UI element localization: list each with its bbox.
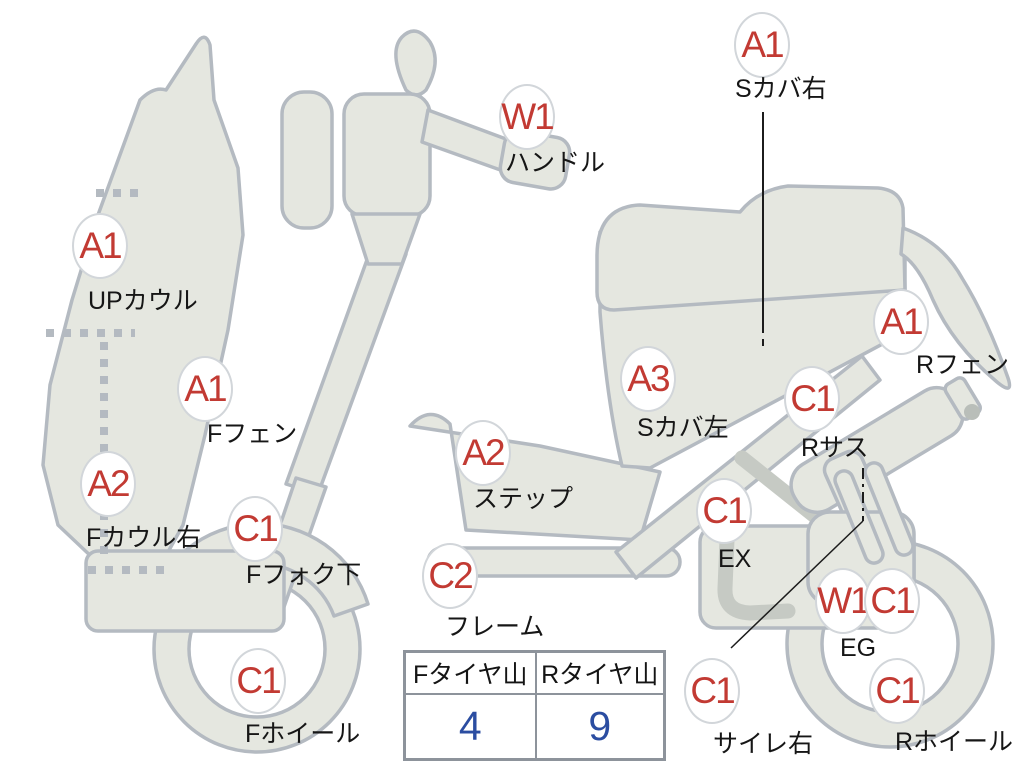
grade-badge-frame: C2 <box>422 543 478 609</box>
grade-badge-step: A2 <box>455 420 511 486</box>
part-label-s-cover-right: Sカバ右 <box>735 75 827 103</box>
tire-tread-value-front: 4 <box>458 703 482 749</box>
grade-badge-s-cover-right: A1 <box>734 12 790 78</box>
grade-badge-f-cowl-right: A2 <box>80 451 136 517</box>
part-label-silencer-right: サイレ右 <box>713 730 814 758</box>
grade-badge-silencer-right: C1 <box>684 658 740 724</box>
part-label-f-wheel: Fホイール <box>245 720 361 748</box>
silencer-end-cap <box>964 404 980 420</box>
grade-badge-r-fender: A1 <box>873 289 929 355</box>
part-label-r-wheel: Rホイール <box>895 728 1014 756</box>
part-label-handle: ハンドル <box>505 149 606 177</box>
mirror <box>394 29 437 97</box>
part-label-r-fender: Rフェン <box>916 351 1010 379</box>
rear-fender <box>899 226 1012 390</box>
part-label-f-cowl-right: Fカウル右 <box>86 524 202 552</box>
part-label-frame: フレーム <box>445 613 545 641</box>
part-label-f-fender: Fフェン <box>207 420 298 448</box>
part-label-s-cover-left: Sカバ左 <box>637 414 729 442</box>
part-label-f-fork-lower: Fフォク下 <box>246 561 362 589</box>
grade-badge-eg-1: W1 <box>815 568 871 634</box>
tire-table-header-front: Fタイヤ山 <box>406 653 535 695</box>
leader-lines <box>730 112 864 649</box>
part-label-r-sus: Rサス <box>801 434 869 462</box>
part-label-eg: EG <box>840 634 877 662</box>
grade-badge-f-wheel: C1 <box>230 648 286 714</box>
part-label-step: ステップ <box>473 485 574 513</box>
grade-badge-f-fender: A1 <box>177 356 233 422</box>
grade-badge-up-cowl: A1 <box>72 213 128 279</box>
part-label-ex: EX <box>718 545 752 573</box>
grade-badge-handle: W1 <box>499 84 555 150</box>
grade-badge-ex: C1 <box>696 478 752 544</box>
tire-table-header-rear: Rタイヤ山 <box>534 653 663 695</box>
seat <box>595 184 907 312</box>
grade-badge-eg-2: C1 <box>864 568 920 634</box>
grade-badge-f-fork-lower: C1 <box>227 496 283 562</box>
grade-badge-r-wheel: C1 <box>869 658 925 724</box>
grade-badge-s-cover-left: A3 <box>620 346 676 412</box>
grade-badge-r-sus: C1 <box>784 366 840 432</box>
tire-table-value-row: 4 9 <box>406 695 663 758</box>
tire-tread-table: Fタイヤ山 Rタイヤ山 4 9 <box>403 650 666 761</box>
tire-table-header-row: Fタイヤ山 Rタイヤ山 <box>406 653 663 695</box>
part-label-up-cowl: UPカウル <box>88 287 198 315</box>
tire-tread-value-rear: 9 <box>534 695 664 758</box>
front-lower-cowl <box>84 549 286 633</box>
